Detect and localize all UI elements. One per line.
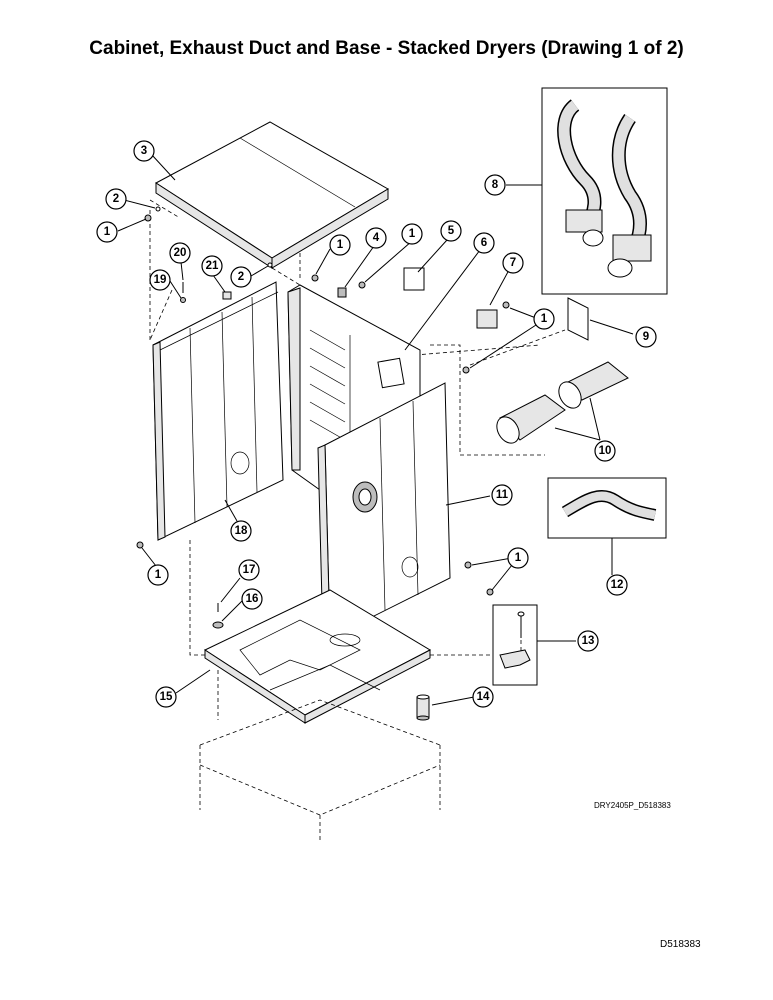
- svg-text:1: 1: [104, 226, 111, 238]
- drawing-code: DRY2405P_D518383: [594, 801, 671, 810]
- svg-text:1: 1: [155, 569, 162, 581]
- callout-3: 3: [133, 140, 155, 162]
- svg-text:16: 16: [246, 593, 259, 605]
- callout-11: 11: [491, 484, 513, 506]
- svg-text:6: 6: [481, 237, 487, 249]
- svg-text:9: 9: [643, 331, 649, 343]
- callout-14: 14: [472, 686, 494, 708]
- callout-15: 15: [155, 686, 177, 708]
- svg-text:19: 19: [154, 274, 167, 286]
- svg-text:1: 1: [337, 239, 344, 251]
- svg-text:2: 2: [113, 193, 119, 205]
- svg-text:15: 15: [160, 691, 173, 703]
- svg-text:21: 21: [206, 260, 219, 272]
- svg-text:14: 14: [477, 691, 490, 703]
- callout-12: 12: [606, 574, 628, 596]
- svg-text:18: 18: [235, 525, 248, 537]
- svg-text:20: 20: [174, 247, 187, 259]
- cover-plate: [567, 297, 589, 341]
- callout-1-lower-left: 1: [147, 564, 169, 586]
- lower-cabinet-outline: [199, 699, 441, 840]
- exhaust-duct-pipes: [496, 361, 629, 444]
- callout-18: 18: [230, 520, 252, 542]
- svg-text:1: 1: [541, 313, 548, 325]
- svg-text:3: 3: [141, 145, 147, 157]
- callout-1-upper: 1: [401, 223, 423, 245]
- page-title: Cabinet, Exhaust Duct and Base - Stacked…: [89, 38, 684, 59]
- left-side-panel: [152, 281, 284, 541]
- callout-16: 16: [241, 588, 263, 610]
- svg-text:5: 5: [448, 225, 455, 237]
- svg-text:4: 4: [373, 232, 380, 244]
- svg-text:12: 12: [611, 579, 624, 591]
- callout-1-lower-right: 1: [507, 547, 529, 569]
- callout-17: 17: [238, 559, 260, 581]
- svg-text:1: 1: [515, 552, 522, 564]
- flex-duct-box: [547, 477, 667, 539]
- callout-10: 10: [594, 440, 616, 462]
- bracket-kit-box: [492, 604, 538, 686]
- callout-21: 21: [201, 255, 223, 277]
- svg-text:2: 2: [238, 271, 244, 283]
- svg-text:1: 1: [409, 228, 416, 240]
- callout-9: 9: [635, 326, 657, 348]
- callout-1-right: 1: [533, 308, 555, 330]
- top-panel: [155, 121, 389, 269]
- callout-8: 8: [484, 174, 506, 196]
- fasteners: [136, 214, 510, 629]
- svg-text:8: 8: [492, 179, 499, 191]
- leveling-leg: [416, 694, 430, 721]
- callout-6: 6: [473, 232, 495, 254]
- leader-lines: [117, 154, 634, 706]
- svg-text:13: 13: [582, 635, 595, 647]
- callout-4: 4: [365, 227, 387, 249]
- callout-7: 7: [502, 252, 524, 274]
- svg-text:7: 7: [510, 257, 516, 269]
- callout-13: 13: [577, 630, 599, 652]
- document-number: D518383: [660, 939, 701, 950]
- callout-20: 20: [169, 242, 191, 264]
- callout-19: 19: [149, 269, 171, 291]
- svg-text:17: 17: [243, 564, 256, 576]
- callout-1-top-left: 1: [96, 221, 118, 243]
- callout-2-center: 2: [230, 266, 252, 288]
- callout-5: 5: [440, 220, 462, 242]
- svg-text:10: 10: [599, 445, 612, 457]
- base-frame: [203, 589, 432, 724]
- callout-1-center: 1: [329, 234, 351, 256]
- svg-text:11: 11: [496, 489, 509, 501]
- callout-2-left: 2: [105, 188, 127, 210]
- duct-kit-box: [541, 87, 668, 295]
